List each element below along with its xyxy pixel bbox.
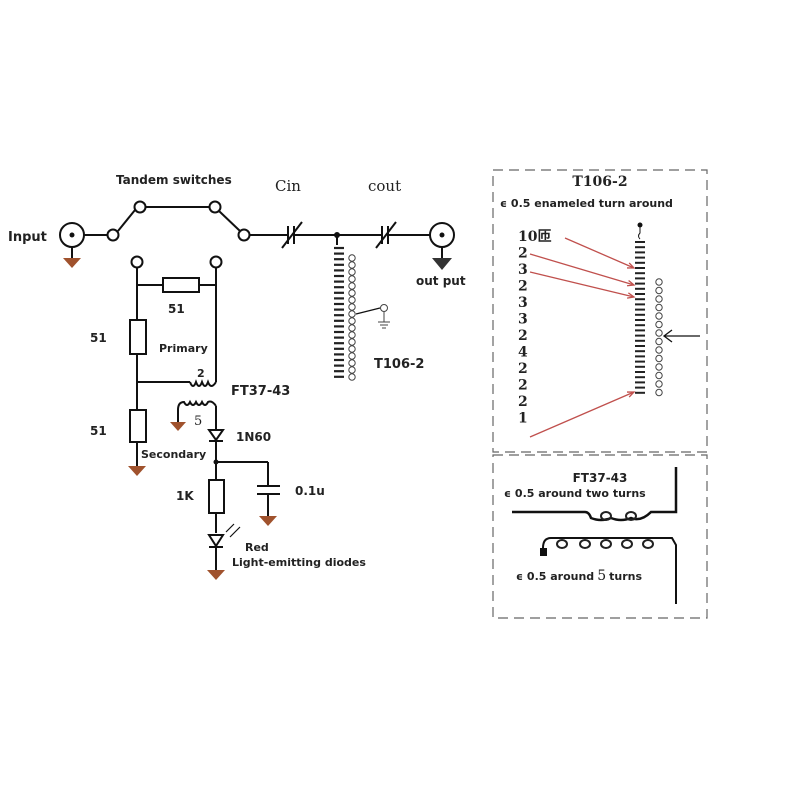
coil-tap xyxy=(655,295,663,303)
tandem-switch xyxy=(84,200,288,242)
led-label-2: Light-emitting diodes xyxy=(232,556,366,569)
tap-turn-count: 3 xyxy=(518,312,528,328)
coil-tap xyxy=(348,303,356,311)
output-label: out put xyxy=(416,274,466,288)
coil-tap xyxy=(348,254,356,262)
secondary-label: Secondary xyxy=(141,448,206,461)
tap-turn-count: 2 xyxy=(518,394,528,410)
coil-tap xyxy=(655,388,663,397)
coil-tap xyxy=(655,371,663,380)
tap-pointer-arrow xyxy=(529,253,635,286)
coil-tap xyxy=(348,296,356,304)
input-tap-arrow-icon xyxy=(662,329,700,343)
tap-turn-count: 3 xyxy=(518,295,528,311)
coil-tap xyxy=(655,337,663,346)
coil-tap xyxy=(348,289,356,297)
coil-tap xyxy=(655,312,663,320)
resistor-1k-label: 1K xyxy=(176,489,194,503)
t106-coil xyxy=(334,235,390,381)
coil-tap xyxy=(655,380,663,388)
tap-turn-count: 1 xyxy=(518,411,528,427)
attenuator xyxy=(128,255,223,476)
input-connector xyxy=(59,222,85,268)
coil-tap xyxy=(348,359,356,367)
ft37-panel-border xyxy=(492,454,708,619)
coil-tap xyxy=(348,373,356,381)
tandem-switches-label: Tandem switches xyxy=(116,173,232,187)
primary-turns-label: 2 xyxy=(197,367,205,380)
output-connector xyxy=(429,222,455,270)
ft37-primary-note: ϵ 0.5 around two turns xyxy=(504,487,646,500)
coil-tap xyxy=(655,286,663,295)
coil-tap xyxy=(348,324,356,332)
coil-tap xyxy=(348,352,356,360)
cin-capacitor xyxy=(281,221,337,249)
tap-turn-count: 3 xyxy=(518,262,528,278)
cout-capacitor xyxy=(337,221,430,249)
tap-turn-count: 2 xyxy=(518,246,528,262)
primary-label: Primary xyxy=(159,342,208,355)
coil-tap xyxy=(348,338,356,346)
ft37-detail-windings xyxy=(512,467,678,604)
coil-tap xyxy=(655,320,663,329)
coil-tap xyxy=(655,363,663,371)
r-left-label: 51 xyxy=(90,331,107,345)
coil-tap xyxy=(348,366,356,374)
coil-tap xyxy=(655,303,663,312)
t106-label: T106-2 xyxy=(374,357,424,372)
coil-tap xyxy=(348,282,356,290)
ft37-label: FT37-43 xyxy=(231,384,290,399)
led-label-1: Red xyxy=(245,541,269,554)
cout-label: cout xyxy=(368,177,401,195)
t106-panel-border xyxy=(492,169,708,453)
coil-tap xyxy=(655,278,663,286)
tap-pointer-arrow xyxy=(529,271,635,298)
input-label: Input xyxy=(8,230,47,245)
tap-turn-count: 2 xyxy=(518,328,528,344)
tap-pointer-arrow xyxy=(529,391,635,438)
coil-tap xyxy=(348,261,356,269)
coil-tap xyxy=(348,331,356,339)
ft37-secondary xyxy=(170,399,280,580)
diode-label: 1N60 xyxy=(236,430,271,444)
t106-detail-coil xyxy=(635,222,700,397)
coil-tap xyxy=(655,329,663,337)
coil-tap xyxy=(348,345,356,353)
tap-turn-count: 2 xyxy=(518,378,528,394)
r-bottom-label: 51 xyxy=(90,424,107,438)
secondary-turns-label: 5 xyxy=(194,414,202,429)
tap-turn-count: 2 xyxy=(518,279,528,295)
coil-tap xyxy=(655,354,663,363)
capacitor-label: 0.1u xyxy=(295,484,325,498)
cin-label: Cin xyxy=(275,177,301,195)
t106-panel-subtitle: ϵ 0.5 enameled turn around xyxy=(500,197,673,210)
ft37-panel-title: FT37-43 xyxy=(573,471,628,485)
tap-turn-count: 4 xyxy=(518,345,528,361)
tap-turn-count: 2 xyxy=(518,361,528,377)
coil-tap xyxy=(655,346,663,354)
coil-tap xyxy=(348,268,356,276)
tap-pointer-arrow xyxy=(564,237,635,269)
tap-turn-count: 10匝 xyxy=(518,229,551,245)
t106-panel-title: T106-2 xyxy=(572,174,627,190)
coil-tap xyxy=(348,310,356,318)
coil-tap xyxy=(348,317,356,325)
coil-tap xyxy=(348,275,356,283)
r-top-label: 51 xyxy=(168,302,185,316)
